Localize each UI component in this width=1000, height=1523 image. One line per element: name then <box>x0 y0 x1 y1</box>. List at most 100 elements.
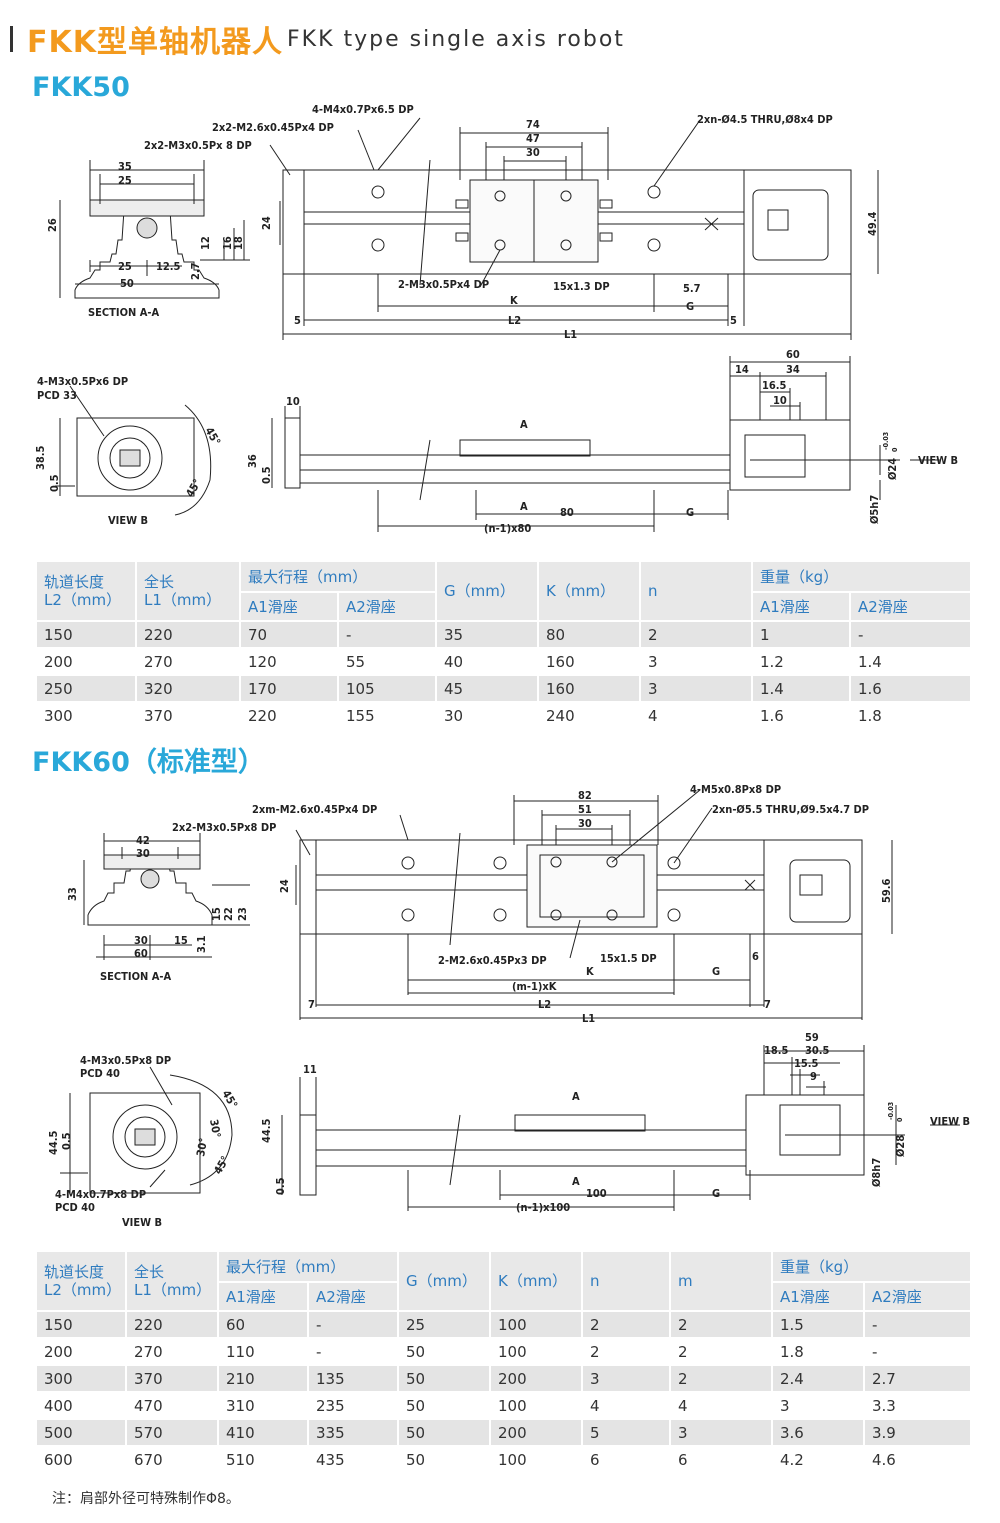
fkk50-dim-L1: L1 <box>564 328 577 341</box>
fkk60-col-weight: 重量（kg） <box>773 1252 970 1282</box>
title-en: FKK type single axis robot <box>287 26 625 52</box>
fkk50-sv-n80: (n-1)x80 <box>484 522 531 535</box>
fkk60-sv-44-5: 44.5 <box>260 1118 273 1143</box>
fkk50-col-a2: A2滑座 <box>339 593 435 620</box>
fkk60-top-82: 82 <box>578 789 592 802</box>
fkk50-sv-14: 14 <box>735 363 749 376</box>
fkk60-d-6: 6 <box>752 950 759 963</box>
fkk60-sv-9: 9 <box>810 1070 817 1083</box>
fkk50-call-m26: 2x2-M2.6x0.45Px4 DP <box>212 121 334 134</box>
fkk50-sv-tol0: 0 <box>891 447 899 452</box>
fkk60-sv-100: 100 <box>586 1187 607 1200</box>
fkk50-sv-A2: A <box>520 500 528 513</box>
fkk50-col-wa2: A2滑座 <box>851 593 970 620</box>
fkk50-vb-label: VIEW B <box>108 514 148 527</box>
fkk60-sv-30-5: 30.5 <box>805 1044 830 1057</box>
fkk60-vb-pcd: PCD 40 <box>80 1067 120 1080</box>
fkk50-call-thru: 2xn-Ø4.5 THRU,Ø8x4 DP <box>697 113 833 126</box>
fkk60-sec-30: 30 <box>136 847 150 860</box>
fkk60-col-wa2: A2滑座 <box>865 1283 970 1310</box>
fkk60-sv-0-5: 0.5 <box>274 1177 287 1195</box>
fkk50-sv-10: 10 <box>286 395 300 408</box>
fkk60-call-thru: 2xn-Ø5.5 THRU,Ø9.5x4.7 DP <box>712 803 869 816</box>
fkk50-col-a1: A1滑座 <box>241 593 337 620</box>
fkk50-drawing-svg: 35 25 26 25 12.5 50 2.7 12 16 18 SECTION… <box>34 103 958 535</box>
fkk60-vb-pcd2: PCD 40 <box>55 1201 95 1214</box>
fkk60-call-15x15: 15x1.5 DP <box>600 952 657 965</box>
fkk60-sec-60: 60 <box>134 947 148 960</box>
fkk60-col-a1: A1滑座 <box>219 1283 307 1310</box>
fkk50-dim-12: 12 <box>199 236 212 250</box>
fkk60-sv-tol: -0.03 <box>887 1102 895 1120</box>
fkk60-call-m26-3: 2-M2.6x0.45Px3 DP <box>438 954 547 967</box>
fkk50-dim-16: 16 <box>221 236 234 250</box>
fkk60-col-wa1: A1滑座 <box>773 1283 863 1310</box>
fkk60-call-m3: 2x2-M3x0.5Px8 DP <box>172 821 276 834</box>
fkk50-col-weight: 重量（kg） <box>753 562 970 592</box>
fkk60-sv-11: 11 <box>303 1063 317 1076</box>
fkk60-sv-15-5: 15.5 <box>794 1057 819 1070</box>
fkk60-vb-call: 4-M3x0.5Px8 DP <box>80 1054 171 1067</box>
fkk60-sec-b15: 15 <box>174 934 188 947</box>
fkk60-sv-A1: A <box>572 1090 580 1103</box>
fkk50-dim-26: 26 <box>46 218 59 232</box>
fkk50-sv-16-5: 16.5 <box>762 379 787 392</box>
fkk50-col-k: K（mm） <box>539 562 639 620</box>
fkk60-d-7b: 7 <box>764 998 771 1011</box>
title-cn: FKK型单轴机器人 <box>27 25 283 60</box>
fkk50-sv-0-5: 0.5 <box>260 466 273 484</box>
fkk60-drawing-svg: 42 30 33 15 22 23 30 15 3.1 60 SECTION A… <box>47 783 970 1229</box>
fkk50-dim-35: 35 <box>118 160 132 173</box>
fkk50-vb-45a: 45° <box>202 425 223 448</box>
fkk50-vb-38-5: 38.5 <box>34 445 47 470</box>
fkk60-sv-viewb: VIEW B <box>930 1115 970 1128</box>
fkk50-section-label: SECTION A-A <box>88 306 159 319</box>
fkk60-sv-phi8: Ø8h7 <box>870 1158 883 1187</box>
fkk60-d-7a: 7 <box>308 998 315 1011</box>
fkk50-top-74: 74 <box>526 118 540 131</box>
fkk50-sv-phi24: Ø24 <box>886 458 899 480</box>
fkk60-top-51: 51 <box>578 803 592 816</box>
fkk60-sv-tol0: 0 <box>896 1117 904 1122</box>
fkk50-dim-12-5: 12.5 <box>156 260 181 273</box>
fkk50-dim-50: 50 <box>120 277 134 290</box>
fkk60-call-m5: 4-M5x0.8Px8 DP <box>690 783 781 796</box>
page-header: FKK型单轴机器人 FKK type single axis robot <box>10 22 625 60</box>
fkk50-sv-34: 34 <box>786 363 800 376</box>
fkk50-call-m4: 4-M4x0.7Px6.5 DP <box>312 103 414 116</box>
fkk50-sv-60: 60 <box>786 348 800 361</box>
fkk50-sv-tol: -0.03 <box>882 432 890 450</box>
fkk60-top-30: 30 <box>578 817 592 830</box>
fkk60-col-m: m <box>671 1252 771 1310</box>
fkk60-d-L1: L1 <box>582 1012 595 1025</box>
fkk60-d-G: G <box>712 965 720 978</box>
fkk50-dim-L2: L2 <box>508 314 521 327</box>
fkk50-dim-25: 25 <box>118 174 132 187</box>
fkk60-sv-18-5: 18.5 <box>764 1044 789 1057</box>
fkk50-sv-viewb: VIEW B <box>918 454 958 467</box>
fkk60-d-L2: L2 <box>538 998 551 1011</box>
fkk50-call-15x13: 15x1.3 DP <box>553 280 610 293</box>
fkk50-side-49-4: 49.4 <box>866 211 879 236</box>
fkk60-sec-22: 22 <box>222 907 235 921</box>
fkk60-sv-phi28: Ø28 <box>894 1135 907 1157</box>
fkk50-dim-b25: 25 <box>118 260 132 273</box>
fkk60-vb-30b: 30° <box>194 1137 210 1158</box>
fkk50-sv-G: G <box>686 506 694 519</box>
fkk60-side-24: 24 <box>278 879 291 893</box>
fkk60-sec-3-1: 3.1 <box>195 935 208 953</box>
fkk60-heading: FKK60（标准型） <box>32 747 265 778</box>
fkk60-sv-A2: A <box>572 1175 580 1188</box>
title-marker <box>10 26 13 52</box>
fkk60-col-stroke: 最大行程（mm） <box>219 1252 397 1282</box>
fkk50-sv-phi5: Ø5h7 <box>868 495 881 524</box>
